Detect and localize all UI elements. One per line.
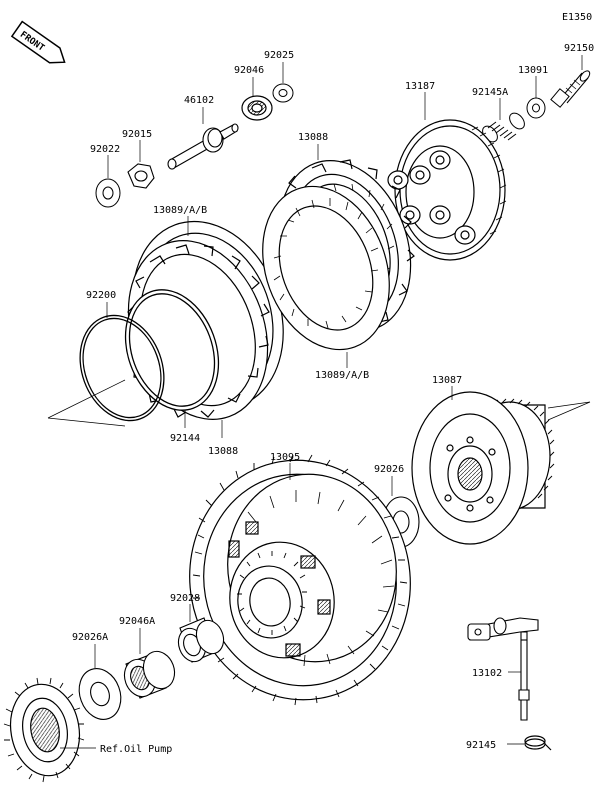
label-92046: 92046 [234, 65, 264, 76]
label-92022: 92022 [90, 144, 120, 155]
label-13088-bottom: 13088 [208, 446, 238, 457]
label-92145: 92145 [466, 740, 496, 751]
diagram-code: E1350 [562, 12, 592, 23]
spring-92145 [524, 735, 552, 751]
pusher-46102 [167, 123, 239, 170]
label-92015: 92015 [122, 129, 152, 140]
label-13187: 13187 [405, 81, 435, 92]
pressure-plate-13187 [387, 119, 507, 261]
label-92026A: 92026A [72, 632, 108, 643]
spring-plate-92144 [124, 289, 220, 411]
label-92026: 92026 [374, 464, 404, 475]
assembly-axis-left [47, 379, 126, 427]
washer-92026A [78, 668, 122, 720]
washer-13091 [526, 97, 546, 119]
needle-bearing-92046A [123, 650, 176, 699]
label-92145A: 92145A [472, 87, 508, 98]
label-92025: 92025 [264, 50, 294, 61]
label-92200: 92200 [86, 290, 116, 301]
label-ref-oil-pump: Ref.Oil Pump [100, 744, 172, 755]
label-92028: 92028 [170, 593, 200, 604]
washer-92022 [95, 178, 121, 208]
nut-92015 [127, 163, 155, 189]
assembly-axis-right [547, 401, 591, 421]
clutch-housing-13095 [189, 454, 411, 706]
steel-plate-13089-right [262, 185, 390, 351]
bearing-92046 [241, 95, 273, 121]
wire-ring-92200 [79, 314, 165, 422]
label-13087: 13087 [432, 375, 462, 386]
label-13095: 13095 [270, 452, 300, 463]
clutch-hub-13087 [411, 391, 555, 545]
label-13102: 13102 [472, 668, 502, 679]
label-13088-top: 13088 [298, 132, 328, 143]
washer-92025 [272, 83, 294, 103]
release-shaft-13102 [467, 617, 539, 721]
label-13091: 13091 [518, 65, 548, 76]
label-13089-left: 13089/A/B [153, 205, 207, 216]
label-92150: 92150 [564, 43, 594, 54]
bolt-92150 [550, 70, 591, 108]
label-92144: 92144 [170, 433, 200, 444]
oil-pump-gear [3, 677, 85, 783]
sleeve-92028 [177, 617, 225, 663]
label-46102: 46102 [184, 95, 214, 106]
label-13089-right: 13089/A/B [315, 370, 369, 381]
label-92046A: 92046A [119, 616, 155, 627]
front-arrow-badge: FRONT [10, 20, 66, 64]
